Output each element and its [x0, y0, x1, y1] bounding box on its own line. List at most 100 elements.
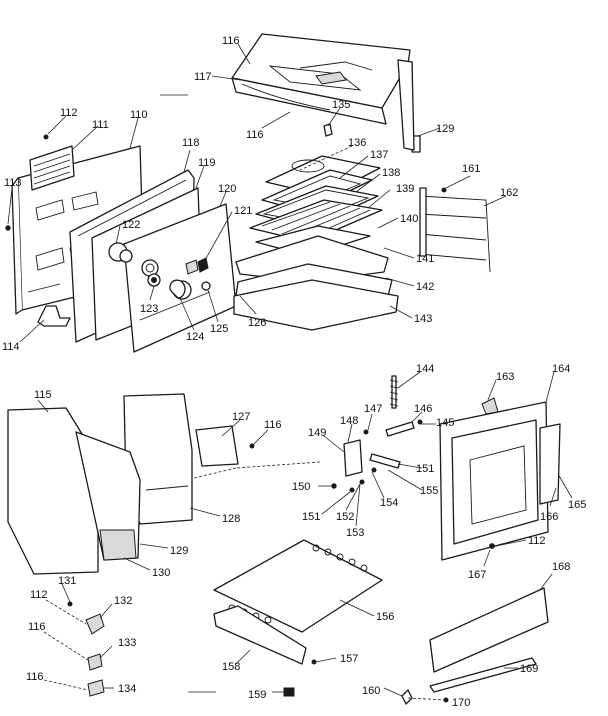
callout-112: 112 — [528, 535, 546, 547]
callout-121: 121 — [234, 205, 252, 217]
callout-164: 164 — [552, 363, 570, 375]
part-162-rack — [419, 187, 491, 273]
callout-168: 168 — [552, 561, 570, 573]
callout-170: 170 — [452, 697, 470, 709]
part-141-rack — [235, 235, 389, 283]
callout-112: 112 — [30, 589, 48, 601]
callout-116: 116 — [246, 129, 264, 141]
callout-151: 151 — [302, 511, 320, 523]
callout-166: 166 — [540, 511, 558, 523]
callout-167: 167 — [468, 569, 486, 581]
part-123-knob — [147, 273, 161, 287]
callout-154: 154 — [380, 497, 398, 509]
callout-144: 144 — [416, 363, 434, 375]
part-hinge-assembly — [331, 419, 423, 493]
callout-157: 157 — [340, 653, 358, 665]
part-135-clip — [323, 123, 333, 137]
callout-119: 119 — [198, 157, 216, 169]
part-157-screw — [311, 659, 317, 665]
part-113-screw — [5, 225, 11, 231]
callout-137: 137 — [370, 149, 388, 161]
part-111-vent-grille — [29, 145, 75, 191]
callout-118: 118 — [182, 137, 200, 149]
part-124-bulb — [169, 279, 186, 299]
callout-114: 114 — [2, 341, 20, 353]
callout-139: 139 — [396, 183, 414, 195]
callout-127: 127 — [232, 411, 250, 423]
callout-161: 161 — [462, 163, 480, 175]
callout-116: 116 — [222, 35, 240, 47]
callout-126: 126 — [248, 317, 266, 329]
part-163-latch — [481, 397, 499, 415]
part-132-bracket — [85, 613, 105, 635]
part-167-screw — [489, 543, 495, 549]
part-133-bracket — [87, 653, 103, 671]
callout-147: 147 — [364, 403, 382, 415]
callout-150: 150 — [292, 481, 310, 493]
part-122-knob — [108, 242, 133, 263]
callout-141: 141 — [416, 253, 434, 265]
callout-labels: 116 117 116 135 129 112 111 110 118 119 … — [2, 35, 586, 709]
callout-116: 116 — [26, 671, 44, 683]
part-160-leveler — [401, 689, 413, 705]
part-134-bracket — [87, 679, 105, 697]
callout-163: 163 — [496, 371, 514, 383]
callout-136: 136 — [348, 137, 366, 149]
callout-149: 149 — [308, 427, 326, 439]
callout-129: 129 — [436, 123, 454, 135]
part-131-screw — [67, 601, 73, 607]
callout-160: 160 — [362, 685, 380, 697]
callout-112: 112 — [60, 107, 78, 119]
callout-153: 153 — [346, 527, 364, 539]
callout-140: 140 — [400, 213, 418, 225]
callout-138: 138 — [382, 167, 400, 179]
callout-148: 148 — [340, 415, 358, 427]
part-115-side-panel — [7, 407, 99, 575]
callout-125: 125 — [210, 323, 228, 335]
callout-130: 130 — [152, 567, 170, 579]
part-116-screw-a — [249, 443, 255, 449]
callout-128: 128 — [222, 513, 240, 525]
callout-133: 133 — [118, 637, 136, 649]
part-117-cooktop — [231, 33, 411, 125]
callout-165: 165 — [568, 499, 586, 511]
callout-120: 120 — [218, 183, 236, 195]
callout-152: 152 — [336, 511, 354, 523]
part-125-knob — [201, 281, 211, 291]
callout-146: 146 — [414, 403, 432, 415]
part-144-spring — [391, 375, 397, 409]
part-112-screw — [43, 134, 49, 140]
callout-116: 116 — [28, 621, 46, 633]
callout-135: 135 — [332, 99, 350, 111]
callout-155: 155 — [420, 485, 438, 497]
part-114-leg — [37, 305, 71, 327]
callout-122: 122 — [122, 219, 140, 231]
callout-132: 132 — [114, 595, 132, 607]
part-158-drawer-bottom — [213, 605, 307, 665]
callout-116: 116 — [264, 419, 282, 431]
callout-117: 117 — [194, 71, 212, 83]
callout-162: 162 — [500, 187, 518, 199]
callout-159: 159 — [248, 689, 266, 701]
callout-123: 123 — [140, 303, 158, 315]
part-159-foot — [283, 687, 295, 697]
part-129-side-panel — [397, 59, 421, 153]
callout-145: 145 — [436, 417, 454, 429]
part-169-rail — [429, 657, 537, 693]
leader-lines — [7, 43, 573, 701]
part-161-screw — [441, 187, 447, 193]
part-164-oven-door — [439, 401, 561, 561]
callout-151: 151 — [416, 463, 434, 475]
part-130-bracket — [75, 431, 141, 561]
callout-115: 115 — [34, 389, 52, 401]
callout-124: 124 — [186, 331, 204, 343]
callout-111: 111 — [92, 119, 109, 131]
callout-156: 156 — [376, 611, 394, 623]
callout-158: 158 — [222, 661, 240, 673]
part-143-oven-bottom — [233, 279, 399, 331]
callout-143: 143 — [414, 313, 432, 325]
callout-142: 142 — [416, 281, 434, 293]
callout-134: 134 — [118, 683, 136, 695]
callout-110: 110 — [130, 109, 148, 121]
